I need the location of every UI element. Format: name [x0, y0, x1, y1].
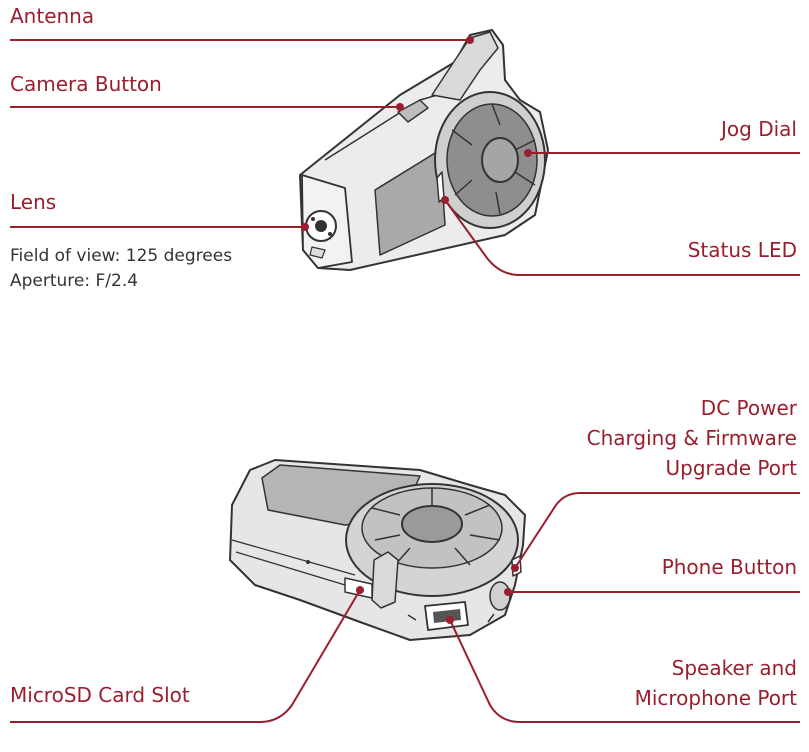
- lens-spec-field-of-view: Field of view: 125 degrees: [10, 246, 233, 266]
- clip-part: [371, 551, 399, 609]
- leader-microsd: [10, 589, 361, 723]
- antenna-part: [431, 31, 499, 101]
- camera-button-part: [397, 99, 429, 123]
- label-microsd: MicroSD Card Slot: [10, 683, 190, 707]
- label-status-led: Status LED: [687, 238, 797, 262]
- device-side-panel: [374, 149, 446, 256]
- leader-status-led: [444, 199, 800, 276]
- device-rear-view: [229, 459, 526, 641]
- label-antenna: Antenna: [10, 4, 95, 28]
- leader-dc-power: [514, 492, 800, 569]
- jog-dial-part: [481, 137, 519, 183]
- label-speaker-line1: Speaker and: [671, 656, 797, 680]
- lens-spec-aperture: Aperture: F/2.4: [10, 271, 139, 291]
- label-jog-dial: Jog Dial: [721, 117, 797, 141]
- label-phone-button: Phone Button: [661, 555, 797, 579]
- device-front-view: [299, 29, 549, 271]
- label-dc-power-line3: Upgrade Port: [665, 456, 797, 480]
- label-lens: Lens: [10, 190, 57, 214]
- label-speaker-line2: Microphone Port: [634, 686, 797, 710]
- top-leader-lines: [10, 36, 800, 276]
- leader-speaker: [449, 619, 800, 723]
- bottom-leader-lines: [10, 492, 800, 723]
- label-camera-button: Camera Button: [10, 72, 162, 96]
- phone-button-part: [489, 581, 511, 611]
- rear-dial-center: [401, 505, 463, 543]
- label-dc-power-line1: DC Power: [700, 396, 797, 420]
- label-dc-power-line2: Charging & Firmware: [586, 426, 797, 450]
